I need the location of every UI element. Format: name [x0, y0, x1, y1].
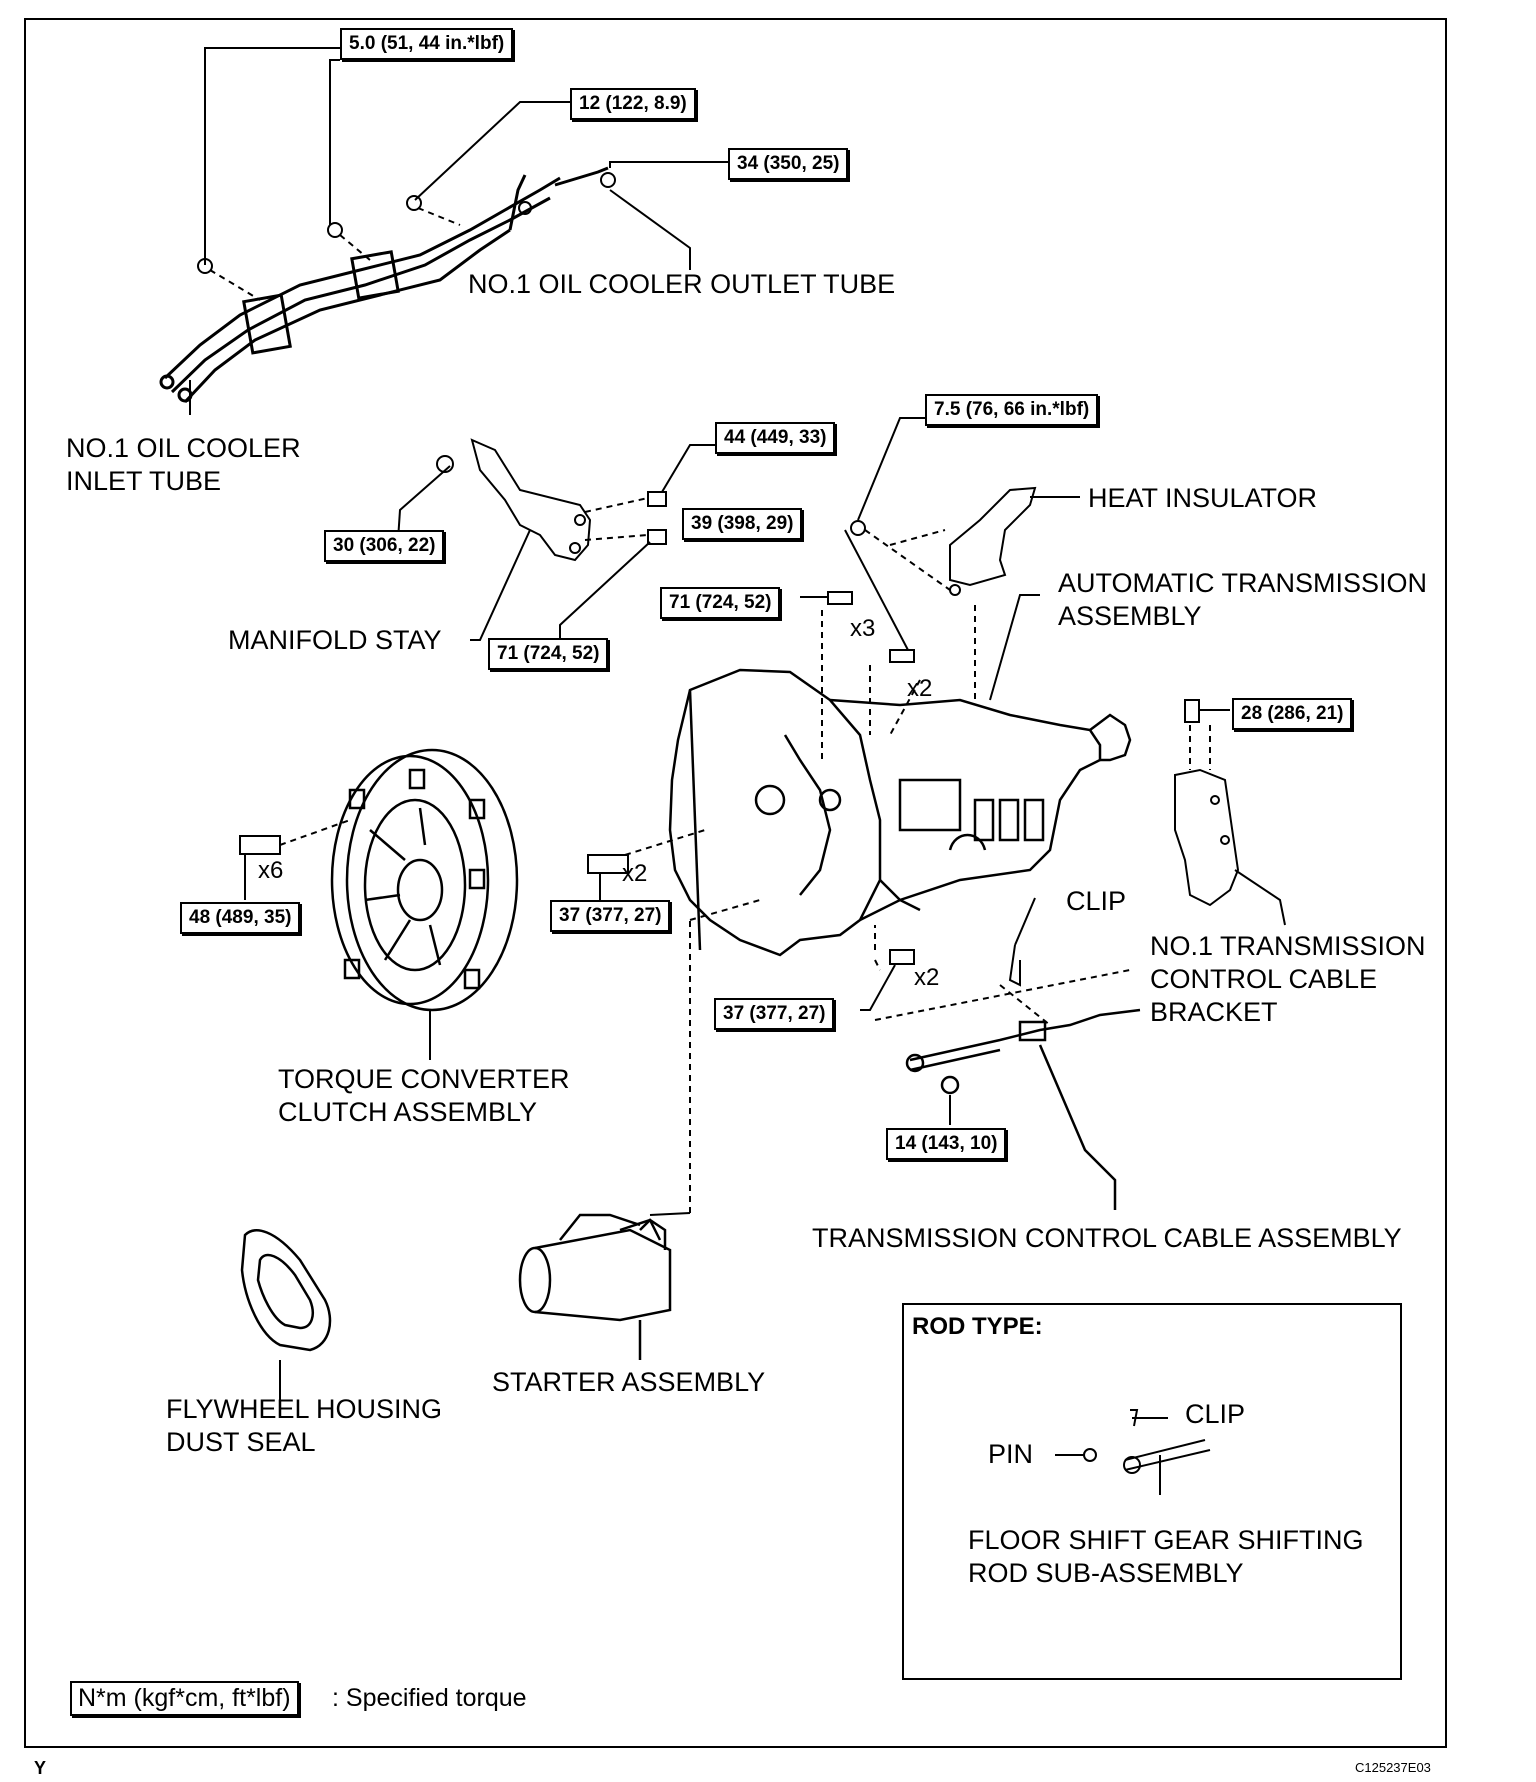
torque-spec-lower-bolt: 37 (377, 27): [714, 998, 835, 1030]
qty-x2-lower: x2: [914, 964, 940, 991]
rod-type-pin-label: PIN: [988, 1439, 1034, 1469]
label-outlet-tube: NO.1 OIL COOLER OUTLET TUBE: [468, 269, 896, 299]
label-dust-seal-line1: FLYWHEEL HOUSING: [166, 1394, 443, 1424]
torque-spec-stay-lower: 71 (724, 52): [488, 638, 609, 670]
torque-legend-text: : Specified torque: [332, 1684, 527, 1712]
label-manifold-stay: MANIFOLD STAY: [228, 625, 442, 655]
label-at-assembly-line2: ASSEMBLY: [1058, 601, 1202, 631]
qty-x6: x6: [258, 857, 284, 884]
rod-type-clip-label: CLIP: [1185, 1399, 1246, 1429]
label-inlet-tube-line2: INLET TUBE: [66, 466, 222, 496]
rod-type-detail: [1055, 1409, 1211, 1495]
dust-seal: [240, 1229, 332, 1352]
figure-code: C125237E03: [1355, 1760, 1431, 1775]
torque-spec-flare-nut: 34 (350, 25): [728, 148, 849, 180]
starter: [518, 1213, 672, 1360]
torque-spec-union-bolt: 12 (122, 8.9): [570, 88, 696, 120]
label-bracket-line3: BRACKET: [1150, 997, 1278, 1027]
label-clip: CLIP: [1066, 886, 1127, 916]
oil-cooler-tubes: [159, 166, 609, 404]
rod-type-rod-line1: FLOOR SHIFT GEAR SHIFTING: [968, 1525, 1364, 1555]
label-dust-seal-line2: DUST SEAL: [166, 1427, 316, 1457]
torque-spec-cable-nut: 14 (143, 10): [886, 1128, 1007, 1160]
rod-type-rod-line2: ROD SUB-ASSEMBLY: [968, 1558, 1244, 1588]
diagram-frame: [24, 18, 1447, 1748]
label-bracket-line1: NO.1 TRANSMISSION: [1150, 931, 1426, 961]
torque-spec-stay-bolt: 30 (306, 22): [324, 530, 445, 562]
label-at-assembly-line1: AUTOMATIC TRANSMISSION: [1058, 568, 1428, 598]
tube-bolts: [197, 172, 616, 274]
automatic-transmission: [668, 668, 1132, 957]
rod-type-box: [902, 1303, 1402, 1680]
torque-spec-bracket-bolt: 28 (286, 21): [1232, 698, 1353, 730]
control-cable: [905, 1008, 1141, 1210]
y-code: Y: [34, 1758, 47, 1778]
label-heat-insulator: HEAT INSULATOR: [1088, 483, 1318, 513]
torque-spec-x3-bolt: 71 (724, 52): [660, 587, 781, 619]
torque-spec-housing-bolt: 37 (377, 27): [550, 900, 671, 932]
label-bracket-line2: CONTROL CABLE: [1150, 964, 1378, 994]
torque-spec-outlet-bolt: 5.0 (51, 44 in.*lbf): [340, 28, 514, 60]
torque-spec-heat-insulator: 7.5 (76, 66 in.*lbf): [925, 394, 1099, 426]
label-inlet-tube-line1: NO.1 OIL COOLER: [66, 433, 301, 463]
qty-x2-upper: x2: [907, 675, 933, 702]
torque-converter: [330, 748, 519, 1012]
torque-spec-transmission-39: 39 (398, 29): [682, 508, 803, 540]
torque-legend-box: N*m (kgf*cm, ft*lbf): [70, 1681, 299, 1716]
torque-spec-converter-bolt: 48 (489, 35): [180, 902, 301, 934]
label-torque-converter-line1: TORQUE CONVERTER: [278, 1064, 570, 1094]
manifold-stay: [397, 438, 667, 641]
torque-spec-stay-upper: 44 (449, 33): [715, 422, 836, 454]
qty-x3: x3: [850, 615, 876, 642]
tube-dash-lines: [209, 207, 461, 301]
label-control-cable: TRANSMISSION CONTROL CABLE ASSEMBLY: [812, 1223, 1402, 1253]
control-cable-bracket: [1174, 699, 1240, 907]
rod-type-title: ROD TYPE:: [912, 1313, 1043, 1340]
label-starter: STARTER ASSEMBLY: [492, 1367, 766, 1397]
qty-x2-housing: x2: [622, 860, 648, 887]
label-torque-converter-line2: CLUTCH ASSEMBLY: [278, 1097, 538, 1127]
